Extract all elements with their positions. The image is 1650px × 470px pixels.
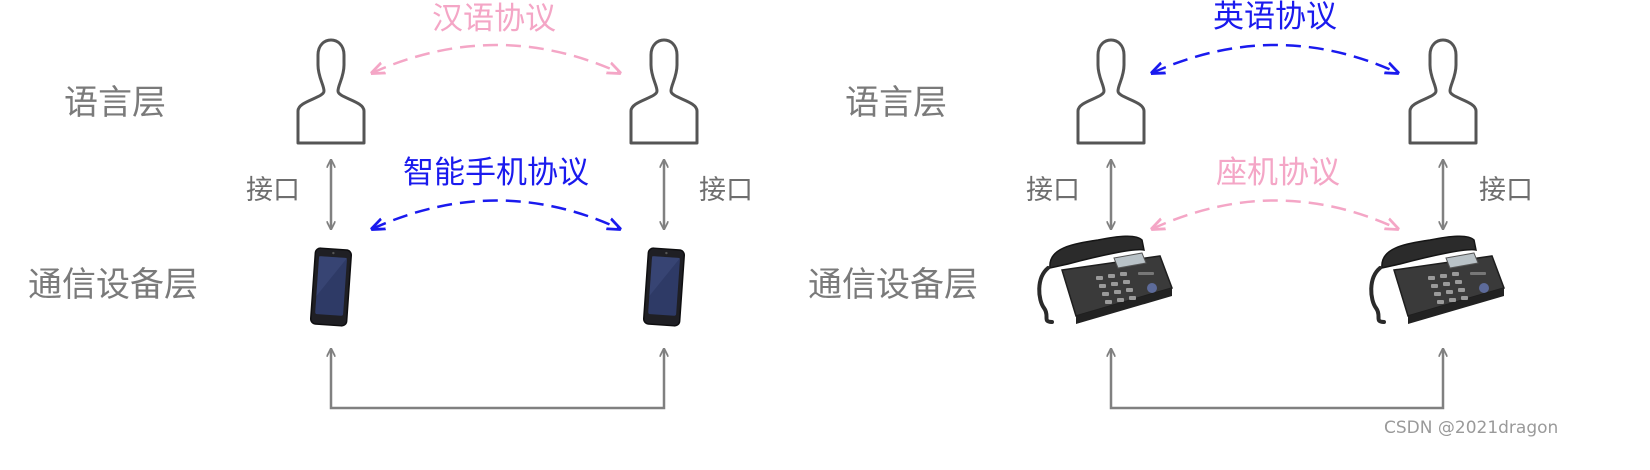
person-icon (629, 38, 699, 145)
bottom-protocol-arrow (1152, 199, 1398, 230)
watermark: CSDN @2021dragon (1384, 418, 1559, 438)
desk-phone-icon (1037, 234, 1174, 326)
top-protocol-label: 汉语协议 (432, 1, 556, 37)
person-icon (1408, 38, 1478, 145)
bottom-protocol-arrow (372, 199, 620, 230)
bottom-protocol-label: 座机协议 (1216, 155, 1340, 191)
top-protocol-arrow (372, 43, 620, 73)
person-icon (1076, 38, 1146, 145)
physical-link-line (1111, 349, 1443, 410)
interface-label: 接口 (699, 175, 753, 206)
bottom-protocol-label: 智能手机协议 (403, 155, 589, 191)
top-protocol-label: 英语协议 (1213, 0, 1337, 35)
interface-label: 接口 (246, 175, 300, 206)
desk-phone-icon (1369, 234, 1506, 326)
physical-link-line (331, 349, 664, 410)
device-layer-label: 通信设备层 (808, 265, 978, 305)
top-protocol-arrow (1152, 43, 1398, 73)
language-layer-label: 语言层 (64, 83, 166, 123)
interface-label: 接口 (1026, 175, 1080, 206)
person-icon (296, 38, 366, 145)
device-layer-label: 通信设备层 (28, 265, 198, 305)
smartphone-icon (309, 247, 353, 327)
language-layer-label: 语言层 (845, 83, 947, 123)
smartphone-icon (642, 247, 686, 327)
interface-label: 接口 (1479, 175, 1533, 206)
